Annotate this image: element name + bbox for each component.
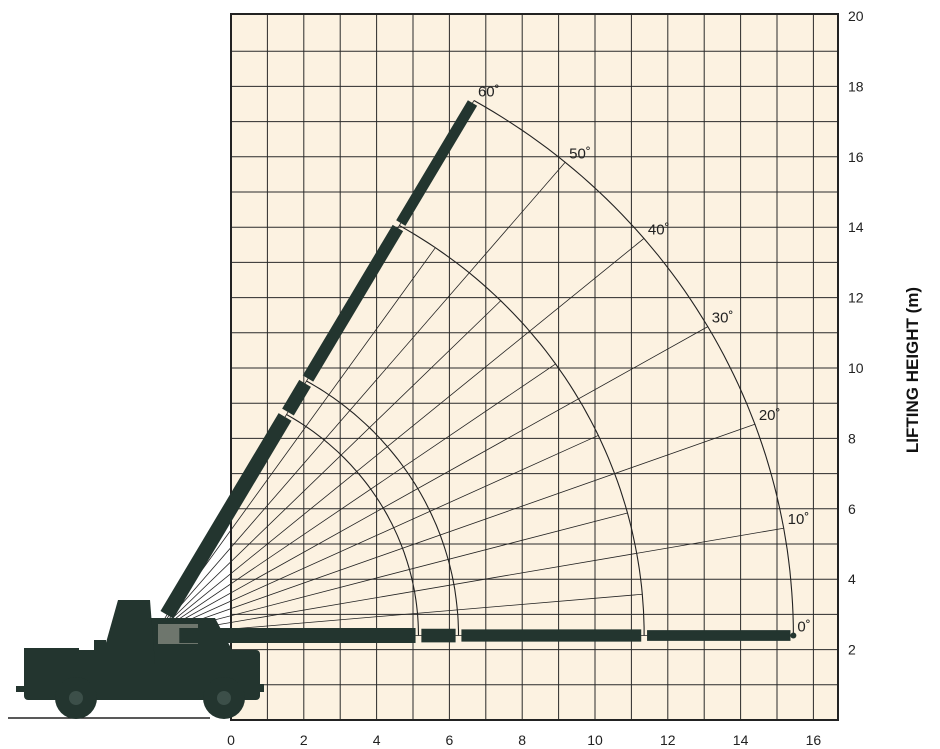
boom-section [302, 224, 404, 382]
plot-area [231, 14, 838, 720]
angle-line [154, 326, 708, 636]
angle-line [154, 300, 502, 636]
angle-line [154, 527, 784, 636]
angle-line [154, 162, 566, 636]
angle-label: 50˚ [569, 145, 591, 162]
front-hub [217, 691, 231, 705]
angle-line [154, 423, 755, 636]
y-tick-label: 18 [848, 78, 864, 94]
y-tick-label: 8 [848, 430, 856, 446]
angle-line [154, 238, 645, 636]
x-tick-label: 12 [660, 732, 676, 748]
reach-arc [399, 225, 645, 636]
y-tick-label: 4 [848, 571, 856, 587]
angle-label: 0˚ [797, 619, 810, 636]
angle-line [154, 363, 556, 636]
x-tick-label: 4 [373, 732, 381, 748]
y-tick-label: 6 [848, 501, 856, 517]
angle-label: 10˚ [788, 511, 810, 528]
counterweight [24, 648, 79, 682]
boom-tip [790, 632, 797, 639]
reach-arc [286, 414, 420, 636]
x-tick-label: 10 [587, 732, 603, 748]
y-tick-label: 16 [848, 149, 864, 165]
y-axis-ticks: 2 4 6 8 10 12 14 16 18 20 [848, 8, 864, 658]
y-tick-label: 10 [848, 360, 864, 376]
x-tick-label: 6 [446, 732, 454, 748]
x-tick-label: 0 [227, 732, 235, 748]
boom-mount [100, 600, 155, 664]
rear-hub [69, 691, 83, 705]
plot-frame [230, 13, 839, 721]
x-tick-label: 14 [733, 732, 749, 748]
reach-arc [306, 380, 460, 636]
radius-arcs [286, 100, 794, 636]
boom-section [282, 379, 311, 416]
y-tick-label: 20 [848, 8, 864, 24]
y-tick-label: 14 [848, 219, 864, 235]
angle-label: 40˚ [648, 221, 670, 238]
hydraulic-cylinder [94, 640, 106, 666]
angle-labels: 0˚ 10˚ 20˚ 30˚ 40˚ 50˚ 60˚ [478, 84, 811, 636]
angle-line [154, 512, 628, 636]
angle-label: 30˚ [712, 310, 734, 327]
y-axis-label: LIFTING HEIGHT (m) [903, 287, 922, 453]
angle-label: 20˚ [759, 407, 781, 424]
y-tick-label: 2 [848, 642, 856, 658]
crane-silhouette [8, 600, 264, 719]
side-step [252, 684, 264, 692]
y-tick-label: 12 [848, 290, 864, 306]
reach-arc [473, 100, 794, 636]
x-tick-label: 16 [806, 732, 822, 748]
x-tick-label: 8 [518, 732, 526, 748]
x-tick-label: 2 [300, 732, 308, 748]
angle-label: 60˚ [478, 84, 500, 101]
boom-section [160, 413, 292, 619]
boom-positions [160, 100, 797, 644]
grid [231, 14, 838, 720]
boom-section [396, 100, 478, 226]
angle-line [154, 435, 599, 636]
rear-handle [16, 686, 26, 692]
x-axis-ticks: 0 2 4 6 8 10 12 14 16 [227, 732, 821, 748]
